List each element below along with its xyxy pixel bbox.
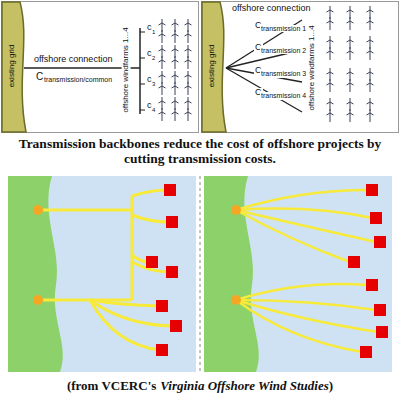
vertical-label: offshore windfarms 1...4 [122,26,131,113]
transmission-backbone [38,190,172,350]
panel-frame [2,2,199,133]
source-text: (from VCERC's [67,379,156,393]
caption: Transmission backbones reduce the cost o… [8,137,392,167]
label: offshore connection [34,55,112,65]
subscript-label: transmission/common [44,76,112,84]
subscript-label: 3 [152,81,155,88]
subscript-label: 1 [152,29,155,36]
land [8,176,63,372]
subscript-label: transmission 1 [260,25,307,33]
source-text: Virginia Offshore Wind Studies [160,379,328,393]
subscript-label: 2 [152,55,155,62]
label: c [147,101,152,111]
subscript-label: transmission 4 [260,92,307,100]
land [2,2,26,132]
wind-farm [146,184,388,358]
bus-tap [140,32,145,110]
label: offshore connection [232,4,310,14]
label: c [147,49,152,59]
sea [8,176,196,372]
subscript-label: transmission 2 [260,47,307,55]
bus [139,28,141,114]
subscript-label: 4 [152,107,155,114]
label: c [147,23,152,33]
subscript-label: transmission 3 [260,70,307,78]
source-note: (from VCERC's Virginia Offshore Wind Stud… [0,379,400,393]
label: c [147,75,152,85]
vertical-label: existing grid [8,45,17,88]
label: C [36,71,43,82]
divider [200,176,201,372]
source-text: ) [329,379,333,393]
vertical-label: offshore windfarms 1...4 [308,25,317,110]
land [202,2,226,132]
panel-frame [202,2,399,133]
onshore-substation [33,205,241,305]
wind-turbines [159,6,374,122]
vertical-label: existing grid [208,45,217,88]
sea [204,176,392,372]
radial-cable [236,190,378,352]
